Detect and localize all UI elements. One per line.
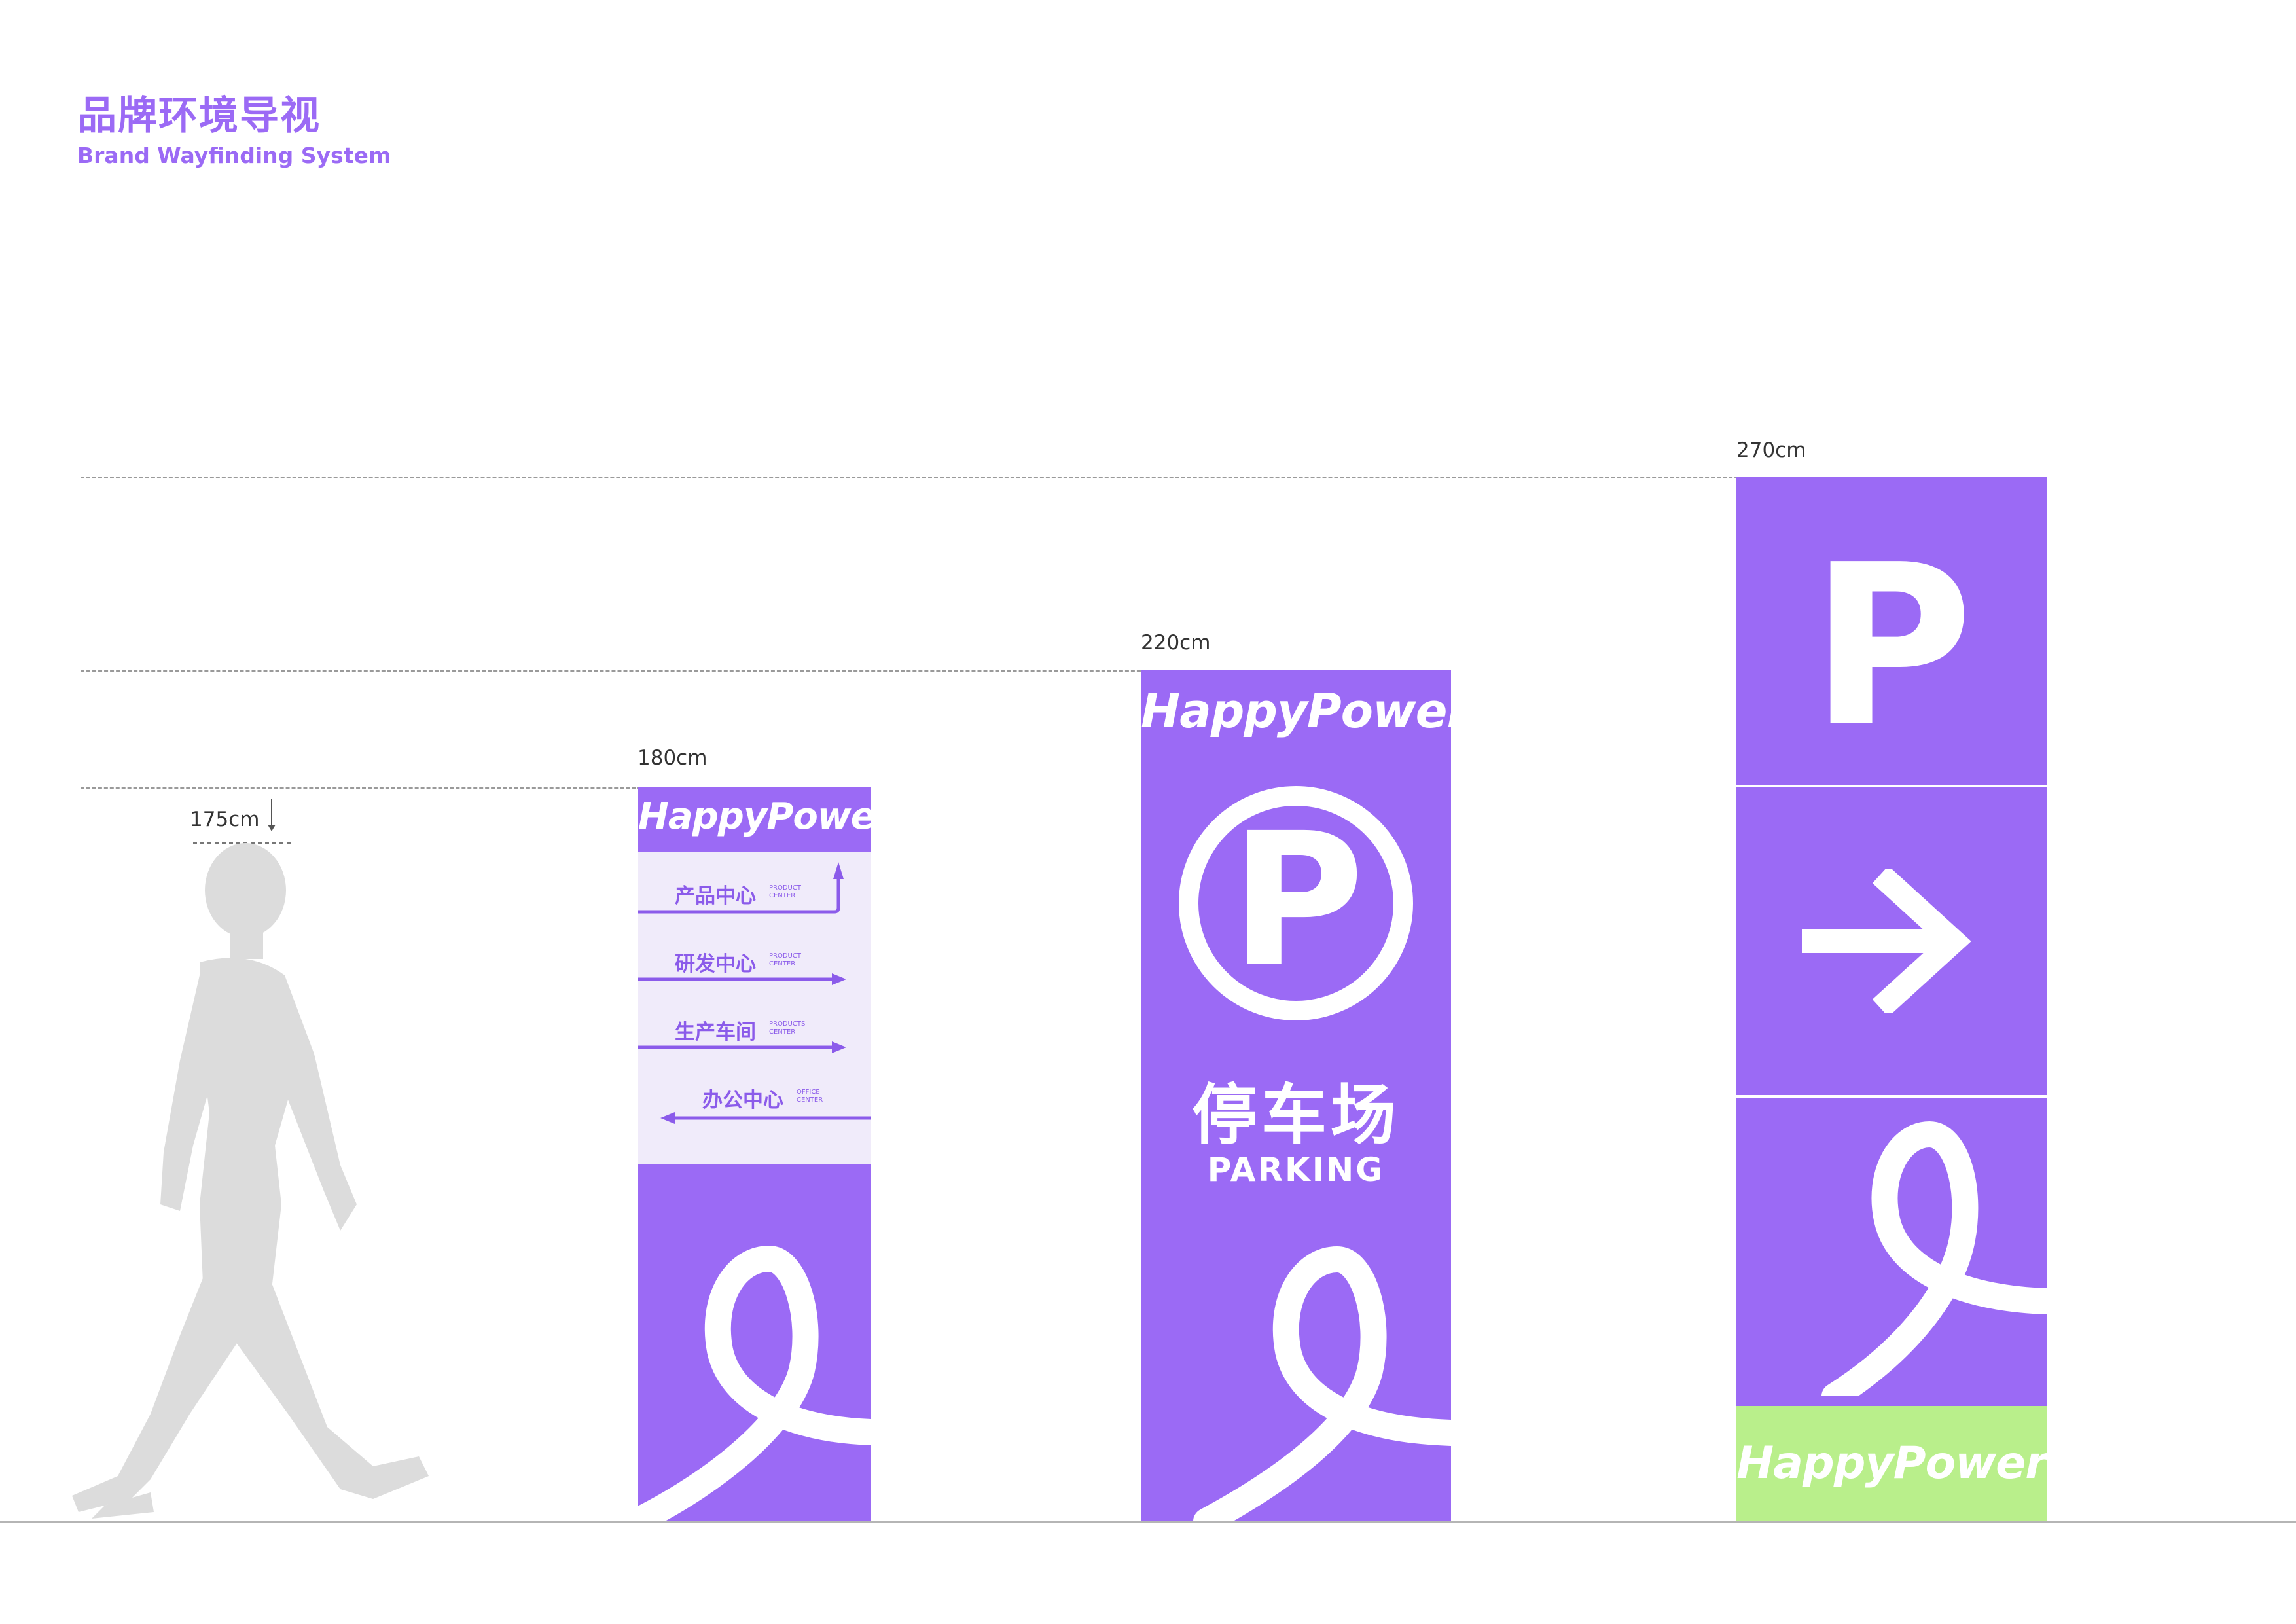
svg-text:P: P bbox=[1230, 794, 1364, 1007]
direction-label-office: 办公中心 bbox=[702, 1089, 783, 1112]
arrow-left-icon bbox=[660, 1112, 871, 1124]
direction-panel: 产品中心 PRODUCT CENTER 研发中心 PRODUCT CENTER … bbox=[638, 852, 871, 1164]
logo-band: HappyPower bbox=[1736, 1406, 2047, 1521]
brand-logo: HappyPower bbox=[1736, 1437, 2047, 1489]
brand-swirl-graphic bbox=[638, 1245, 871, 1521]
direction-sub-en: PRODUCTS bbox=[769, 1020, 806, 1028]
brand-logo: HappyPower bbox=[638, 795, 871, 838]
height-marker-175 bbox=[193, 799, 291, 844]
direction-label-product: 产品中心 bbox=[675, 884, 756, 908]
height-label-180: 180cm bbox=[637, 746, 708, 770]
arrow-right-icon bbox=[638, 973, 846, 985]
page-title: 品牌环境导视 bbox=[77, 93, 321, 139]
sign-directional-180: HappyPower 产品中心 PRODUCT CENTER 研发中心 PROD… bbox=[638, 787, 871, 1521]
direction-label-production: 生产车间 bbox=[675, 1020, 756, 1044]
brand-logo: HappyPower bbox=[1141, 683, 1451, 738]
direction-sub-en: PRODUCT bbox=[769, 884, 801, 892]
guide-line-270 bbox=[81, 477, 1785, 478]
parking-circle-icon: P bbox=[1179, 786, 1413, 1020]
arrow-right-icon bbox=[1802, 869, 1971, 1013]
parking-label-cn: 停车场 bbox=[1192, 1077, 1400, 1153]
direction-sub-en: OFFICE bbox=[797, 1089, 820, 1096]
person-silhouette bbox=[72, 843, 429, 1519]
height-label-175: 175cm bbox=[190, 808, 260, 831]
page-subtitle: Brand Wayfinding System bbox=[77, 143, 391, 168]
sign-parking-220: HappyPower P 停车场 PARKING bbox=[1141, 670, 1451, 1521]
direction-sub-en: CENTER bbox=[797, 1096, 823, 1104]
guide-line-180 bbox=[81, 787, 653, 789]
height-label-270: 270cm bbox=[1736, 439, 1806, 462]
direction-sub-en: CENTER bbox=[769, 1028, 796, 1036]
arrow-right-icon bbox=[638, 1041, 846, 1053]
segment-divider bbox=[1736, 785, 2047, 787]
sign-parking-totem-270: P HappyPower bbox=[1736, 477, 2047, 1521]
arrow-up-icon bbox=[638, 862, 844, 914]
ground-line bbox=[0, 1521, 2296, 1523]
parking-letter: P bbox=[1810, 517, 1973, 776]
segment-divider bbox=[1736, 1095, 2047, 1098]
direction-sub-en: CENTER bbox=[769, 892, 796, 899]
parking-label-en: PARKING bbox=[1207, 1151, 1385, 1189]
direction-label-rnd: 研发中心 bbox=[675, 952, 756, 976]
height-label-220: 220cm bbox=[1141, 631, 1211, 655]
direction-sub-en: PRODUCT bbox=[769, 952, 801, 960]
brand-swirl-graphic bbox=[1193, 1246, 1451, 1521]
direction-sub-en: CENTER bbox=[769, 960, 796, 967]
guide-line-220 bbox=[81, 670, 1170, 672]
brand-swirl-graphic bbox=[1821, 1121, 2047, 1396]
